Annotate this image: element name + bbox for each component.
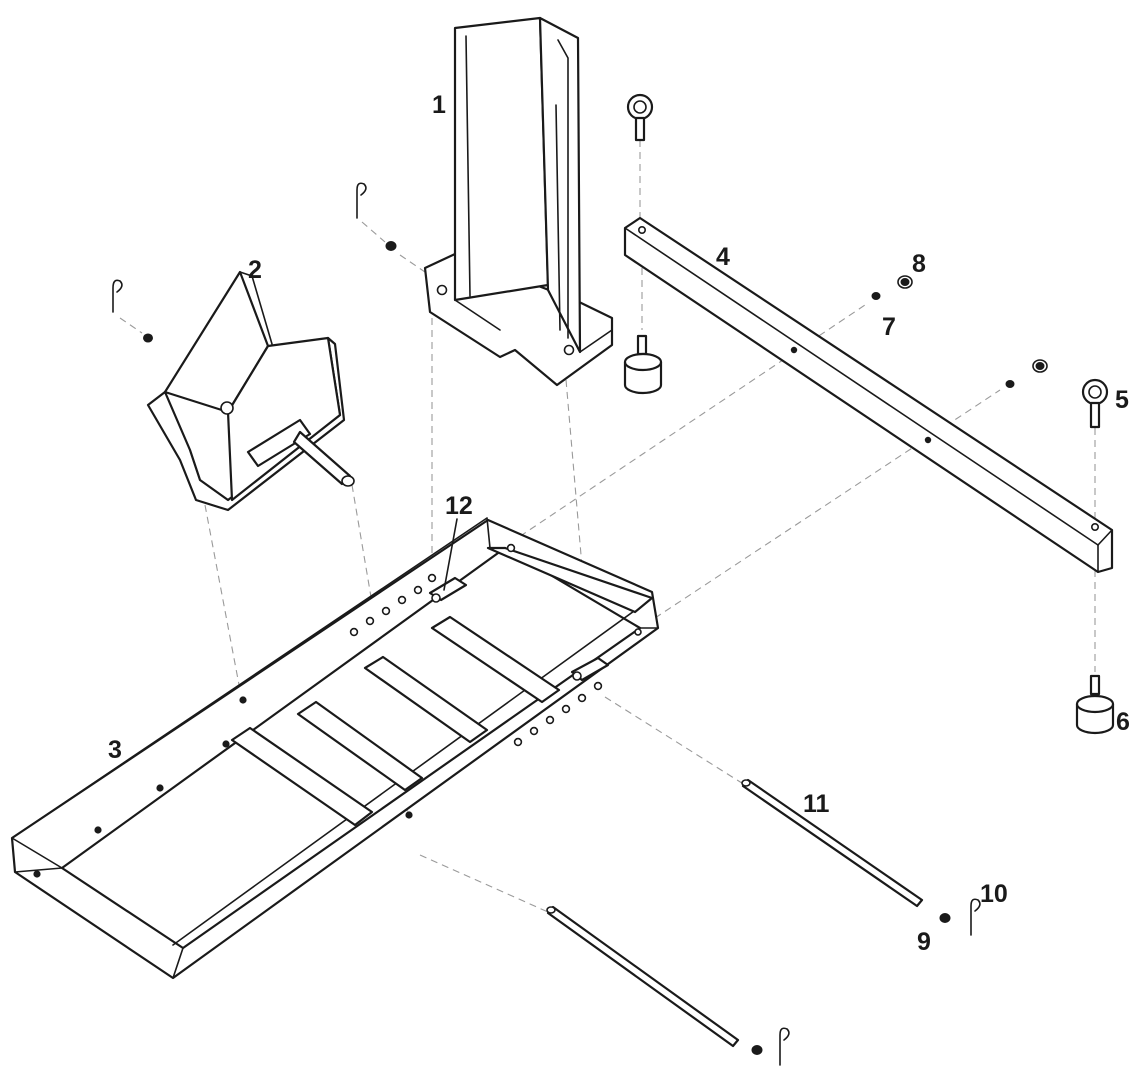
upright-column: [423, 16, 614, 387]
foot-right: [1075, 674, 1115, 735]
callout-8: 8: [912, 250, 926, 278]
callout-9: 9: [917, 928, 931, 956]
callout-12-leader: [443, 518, 458, 591]
callout-4: 4: [716, 243, 730, 271]
eye-bolt-right: [1081, 378, 1109, 429]
callout-12: 12: [445, 492, 473, 520]
v-cradle: [146, 270, 355, 512]
callout-10: 10: [980, 880, 1008, 908]
washers-and-nuts: [143, 241, 1048, 1055]
cross-beam: [623, 216, 1114, 574]
bracket-12: [428, 576, 468, 603]
hitch-pin-icons: [112, 182, 981, 1066]
base-tray-frame: [10, 517, 660, 980]
callout-1: 1: [432, 91, 446, 119]
callout-6: 6: [1116, 708, 1130, 736]
rod-right: [741, 778, 924, 908]
callout-3: 3: [108, 736, 122, 764]
callout-7: 7: [882, 313, 896, 341]
foot-upper: [623, 334, 663, 395]
eye-bolt-upper: [626, 93, 654, 142]
callout-labels: 1 2 3 4 5 6 7 8 9 10 11 12: [108, 91, 1130, 956]
callout-11: 11: [803, 790, 830, 818]
callout-2: 2: [248, 256, 262, 284]
rod-lower: [546, 905, 740, 1048]
nut-8-icon: [897, 275, 913, 289]
callout-5: 5: [1115, 386, 1129, 414]
